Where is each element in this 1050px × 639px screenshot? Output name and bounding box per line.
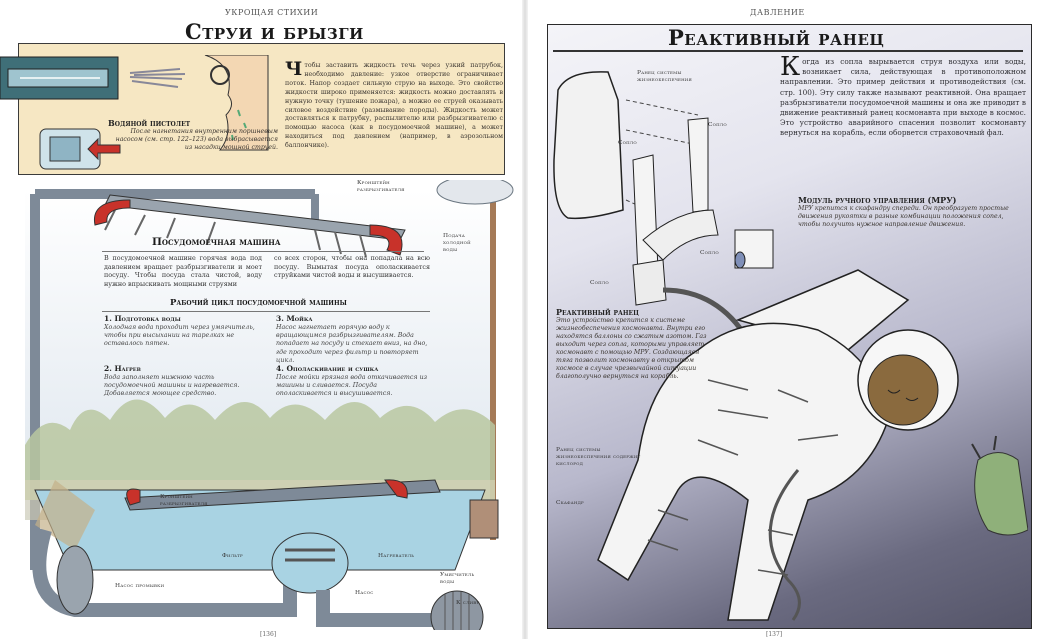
page-title-right: Реактивный ранец — [668, 25, 885, 50]
cycle-step: 4. Ополаскивание и сушка После мойки гря… — [276, 364, 434, 399]
title-underline — [553, 50, 1023, 52]
jetpack-caption: Реактивный ранец Это устройство крепится… — [556, 307, 716, 381]
label-heater: Нагреватель — [378, 553, 415, 559]
label-nozzle: Сопло — [700, 250, 719, 256]
mru-caption: Модуль ручного управления (МРУ) МРУ креп… — [798, 195, 1013, 229]
label-sprinkler-bracket-top: Кронштейн разбрызгивателя — [357, 180, 405, 193]
cycle-heading: Рабочий цикл посудомоечной машины — [170, 298, 347, 308]
label-suit: Скафандр — [556, 500, 584, 506]
mru-title: Модуль ручного управления (МРУ) — [798, 195, 957, 205]
cycle-step-title: 2. Нагрев — [104, 364, 141, 373]
face-icon — [204, 55, 269, 151]
rotation-arrow-icon — [93, 199, 131, 226]
left-page: Укрощая стихии Струи и брызги Водяной пи… — [0, 8, 514, 638]
rotation-arrow-icon — [369, 224, 403, 256]
cycle-step-text: Вода заполняет нижнюю часть посудомоечно… — [104, 374, 240, 398]
cycle-step-title: 4. Ополаскивание и сушка — [276, 364, 379, 373]
divider — [102, 311, 430, 312]
cycle-step-text: После мойки грязная вода откачивается из… — [276, 374, 428, 398]
drop-cap-right: К — [780, 52, 801, 82]
label-softener: Умягчитель воды — [440, 572, 475, 585]
jetpack-illustration — [553, 71, 1028, 621]
intro-text-right: огда из сопла вырывается струя воздуха и… — [780, 57, 1026, 138]
label-nozzle: Сопло — [618, 140, 637, 146]
cycle-step: 3. Мойка Насос нагнетает горячую воду к … — [276, 314, 434, 365]
trees-icon — [25, 399, 495, 500]
dishwasher-heading: Посудомоечная машина — [152, 236, 281, 248]
sprinkler-arm-bottom-icon — [124, 479, 441, 511]
rotation-arrow-icon — [384, 479, 408, 499]
cycle-step-text: Холодная вода проходит через умягчитель,… — [104, 324, 255, 348]
water-spray-icon — [129, 68, 186, 88]
filter-icon — [271, 532, 349, 594]
dishwasher-diagram — [25, 180, 514, 630]
label-life-support: Ранец системы жизнеобеспечения — [637, 70, 692, 83]
label-nozzle: Сопло — [708, 122, 727, 128]
dishwasher-text-col1: В посудомоечной машине горячая вода под … — [104, 254, 262, 289]
rotation-arrow-icon — [126, 488, 141, 506]
label-sprinkler-bracket-bottom: Кронштейн разбрызгивателя — [160, 494, 208, 507]
drain-pipe-icon — [316, 590, 465, 627]
label-filter: Фильтр — [222, 553, 243, 559]
astronaut-suit-icon — [597, 322, 889, 621]
water-pistol-title: Водяной пистолет — [108, 118, 191, 128]
drain-pump-icon — [430, 590, 484, 630]
page-number-right: [137] — [766, 631, 783, 638]
label-pump: Насос — [355, 590, 374, 596]
cycle-step: 2. Нагрев Вода заполняет нижнюю часть по… — [104, 364, 264, 399]
water-pistol-caption: Водяной пистолет После нагнетания внутре… — [108, 118, 278, 152]
label-wash-pump: Насос промывки — [115, 583, 165, 589]
intro-text-left: тобы заставить жидкость течь через узкий… — [285, 62, 503, 150]
page-title-left: Струи и брызги — [185, 19, 364, 44]
wash-pump-icon — [56, 545, 94, 615]
page-number-left: [136] — [260, 631, 277, 638]
drop-cap-left: Ч — [285, 58, 303, 80]
label-cold-water: Подача холодной воды — [443, 233, 471, 253]
water-pistol-illustration — [0, 55, 269, 170]
jetpack-title: Реактивный ранец — [556, 307, 639, 317]
visor-face-icon — [867, 354, 939, 426]
cycle-step-text: Насос нагнетает горячую воду к вращающим… — [276, 324, 428, 364]
red-arrow-icon — [87, 137, 121, 161]
running-head-left: Укрощая стихии — [225, 8, 319, 17]
mru-text: МРУ крепится к скафандру спереди. Он пре… — [798, 205, 1009, 228]
cloud-icon — [436, 180, 514, 205]
dishwasher-text-col2: со всех сторон, чтобы она попадала на вс… — [274, 254, 430, 280]
running-head-right: Давление — [750, 8, 805, 17]
water-pistol-text: После нагнетания внутренним поршневым на… — [115, 128, 278, 151]
label-nozzle: Сопло — [590, 280, 609, 286]
alien-icon — [974, 452, 1028, 536]
cycle-step: 1. Подготовка воды Холодная вода проходи… — [104, 314, 264, 349]
divider — [102, 251, 424, 252]
life-support-pack-icon — [553, 71, 624, 220]
jetpack-frame-icon — [687, 117, 709, 213]
cycle-step-title: 1. Подготовка воды — [104, 314, 181, 323]
label-life-support-oxygen: Ранец системы жизнеобеспечения содержит … — [556, 447, 641, 467]
book-gutter — [522, 0, 528, 639]
softener-icon — [469, 499, 499, 539]
cycle-step-title: 3. Мойка — [276, 314, 313, 323]
label-to-drain: К сливу — [456, 600, 480, 606]
tether-icon — [768, 469, 801, 621]
jetpack-text: Это устройство крепится к системе жизнео… — [556, 317, 707, 380]
